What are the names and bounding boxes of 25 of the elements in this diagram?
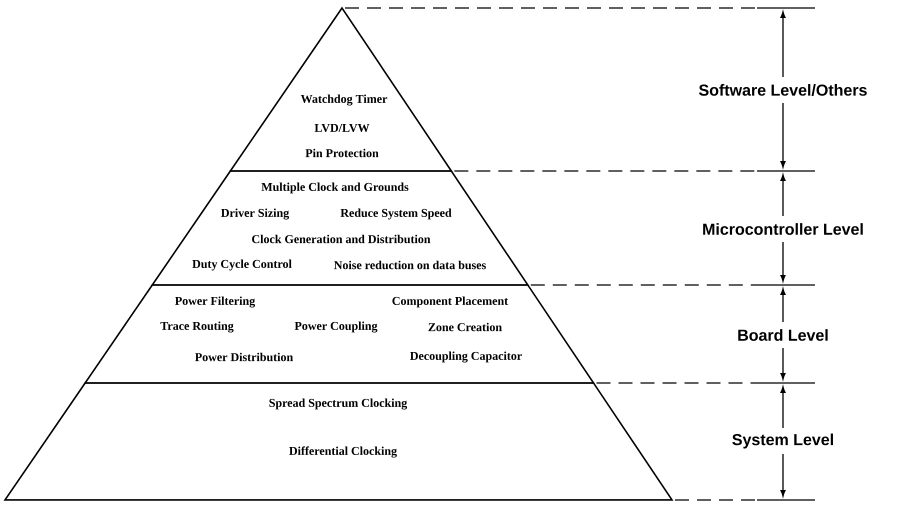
pyramid-band [4, 382, 674, 501]
level-label: Software Level/Others [698, 84, 867, 96]
level-label: System Level [732, 434, 833, 448]
pyramid-band [150, 170, 530, 286]
item-text: Differential Clocking [289, 446, 397, 458]
item-text: Multiple Clock and Grounds [261, 182, 408, 194]
item-text: Driver Sizing [221, 208, 290, 220]
level-label: Microcontroller Level [703, 223, 863, 235]
item-text: Watchdog Timer [300, 94, 388, 106]
item-text: Power Distribution [195, 352, 293, 362]
item-text: Decoupling Capacitor [410, 352, 522, 362]
item-text: Clock Generation and Distribution [252, 234, 430, 244]
item-text: Noise reduction on data buses [334, 260, 486, 270]
item-text: Duty Cycle Control [192, 260, 292, 270]
level-label: Board Level [738, 329, 828, 341]
item-text: Power Filtering [175, 296, 256, 308]
item-text: Pin Protection [306, 148, 379, 158]
item-text: Component Placement [392, 296, 508, 308]
item-text: Reduce System Speed [340, 208, 452, 220]
item-text: LVD/LVW [314, 124, 370, 132]
item-text: Zone Creation [428, 322, 502, 332]
item-text: Power Coupling [294, 322, 378, 332]
item-text: Spread Spectrum Clocking [269, 398, 408, 410]
item-text: Trace Routing [160, 322, 234, 332]
pyramid-band [84, 284, 596, 384]
